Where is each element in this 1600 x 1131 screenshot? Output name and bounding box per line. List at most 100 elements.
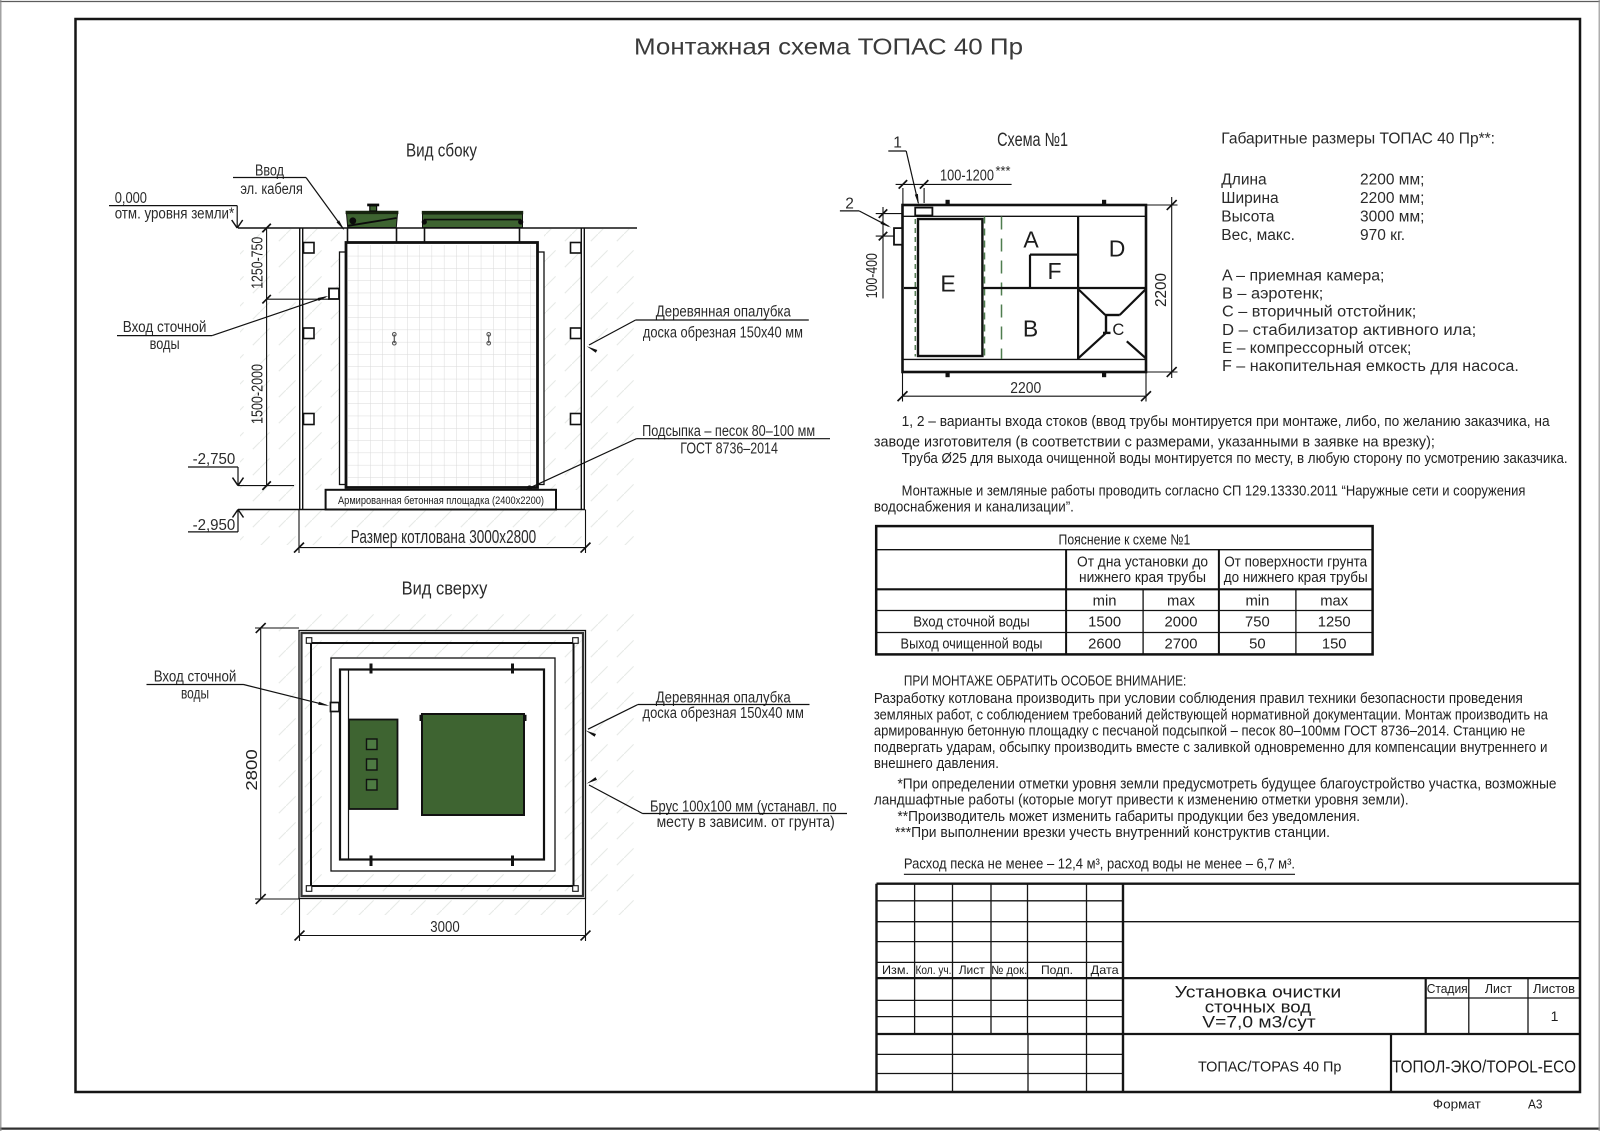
svg-text:750: 750: [1245, 615, 1270, 631]
svg-text:**Производитель может изменить: **Производитель может изменить габариты …: [898, 809, 1361, 825]
svg-text:2200: 2200: [1010, 380, 1041, 397]
svg-text:ландшафтные работы (которые мо: ландшафтные работы (которые могут привес…: [874, 793, 1409, 809]
svg-text:Разработку котлована производи: Разработку котлована производить при усл…: [874, 691, 1523, 707]
svg-text:доска обрезная 150х40 мм: доска обрезная 150х40 мм: [643, 705, 804, 722]
svg-text:эл. кабеля: эл. кабеля: [240, 181, 302, 198]
svg-text:заводе изготовителя (в соответ: заводе изготовителя (в соответствии с ра…: [874, 435, 1435, 451]
svg-text:2700: 2700: [1165, 636, 1198, 652]
svg-text:От дна установки до: От дна установки до: [1077, 555, 1208, 571]
svg-text:Монтажная схема ТОПАС 40 Пр: Монтажная схема ТОПАС 40 Пр: [634, 34, 1023, 60]
svg-text:***: ***: [996, 163, 1011, 179]
svg-text:min: min: [1093, 593, 1117, 609]
svg-text:Подп.: Подп.: [1041, 963, 1073, 977]
svg-text:2200: 2200: [1153, 273, 1170, 307]
svg-text:Вход сточной: Вход сточной: [123, 319, 207, 336]
svg-text:A: A: [1023, 227, 1039, 253]
svg-text:От поверхности грунта: От поверхности грунта: [1224, 555, 1368, 571]
svg-text:ПРИ МОНТАЖЕ ОБРАТИТЬ ОСОБОЕ ВН: ПРИ МОНТАЖЕ ОБРАТИТЬ ОСОБОЕ ВНИМАНИЕ:: [904, 674, 1186, 690]
svg-text:Стадия: Стадия: [1427, 981, 1468, 996]
svg-text:Лист: Лист: [1485, 981, 1512, 996]
svg-text:2800: 2800: [244, 749, 261, 791]
svg-text:внешнего давления.: внешнего давления.: [874, 756, 999, 772]
svg-text:Расход песка не менее – 12,4 м: Расход песка не менее – 12,4 м³, расход …: [904, 857, 1295, 873]
svg-text:150: 150: [1322, 636, 1347, 652]
svg-text:ТОПОЛ-ЭКО/TOPOL-ECO: ТОПОЛ-ЭКО/TOPOL-ECO: [1392, 1057, 1576, 1077]
svg-text:*При определении отметки уровн: *При определении отметки уровня земли пр…: [898, 776, 1557, 792]
svg-text:max: max: [1167, 593, 1196, 609]
svg-text:Монтажные и земляные работы пр: Монтажные и земляные работы проводить со…: [902, 483, 1526, 499]
svg-text:Кол. уч.: Кол. уч.: [916, 963, 952, 977]
svg-text:Брус 100х100 мм (устанавл. по: Брус 100х100 мм (устанавл. по: [650, 799, 837, 816]
svg-text:C: C: [1112, 321, 1124, 339]
svg-text:Размер котлована 3000х2800: Размер котлована 3000х2800: [351, 526, 536, 547]
svg-text:1500-2000: 1500-2000: [250, 364, 267, 424]
svg-text:F: F: [1047, 258, 1061, 284]
svg-text:1: 1: [1551, 1008, 1559, 1024]
svg-text:Армированная бетонная площадка: Армированная бетонная площадка (2400х220…: [338, 495, 544, 507]
svg-text:Вход сточной: Вход сточной: [154, 668, 237, 685]
svg-text:Изм.: Изм.: [882, 963, 909, 977]
svg-text:***При выполнении врезки учест: ***При выполнении врезки учесть внутренн…: [895, 825, 1330, 841]
svg-text:Установка очистки: Установка очистки: [1175, 982, 1342, 1001]
svg-text:Ширина: Ширина: [1221, 190, 1279, 207]
svg-text:3000 мм;: 3000 мм;: [1360, 208, 1424, 225]
svg-text:Вход сточной воды: Вход сточной воды: [913, 615, 1030, 631]
svg-text:Деревянная опалубка: Деревянная опалубка: [656, 303, 791, 320]
svg-text:E – компрессорный отсек;: E – компрессорный отсек;: [1222, 340, 1411, 357]
svg-text:-2,950: -2,950: [193, 517, 236, 534]
svg-text:Габаритные размеры ТОПАС 40 Пр: Габаритные размеры ТОПАС 40 Пр**:: [1221, 131, 1495, 148]
svg-text:№ док.: № док.: [991, 963, 1027, 977]
svg-text:B: B: [1023, 316, 1038, 342]
svg-text:Ввод: Ввод: [255, 163, 284, 180]
svg-text:max: max: [1320, 593, 1349, 609]
svg-text:Вес, макс.: Вес, макс.: [1221, 227, 1295, 244]
svg-text:доска обрезная 150х40 мм: доска обрезная 150х40 мм: [643, 324, 803, 341]
svg-text:Высота: Высота: [1221, 208, 1275, 225]
svg-text:армированную бетонную площадку: армированную бетонную площадку с песчано…: [874, 724, 1525, 740]
svg-text:V=7,0 м3/сут: V=7,0 м3/сут: [1202, 1012, 1316, 1031]
svg-text:отм. уровня земли*: отм. уровня земли*: [115, 206, 234, 223]
svg-text:водоснабжения и канализации”.: водоснабжения и канализации”.: [874, 500, 1074, 516]
svg-text:Деревянная опалубка: Деревянная опалубка: [656, 690, 791, 707]
svg-text:970 кг.: 970 кг.: [1360, 227, 1405, 244]
svg-text:50: 50: [1249, 636, 1265, 652]
svg-text:Формат: Формат: [1433, 1096, 1481, 1111]
svg-text:E: E: [940, 271, 955, 297]
svg-text:Лист: Лист: [959, 963, 985, 977]
svg-text:2600: 2600: [1088, 636, 1121, 652]
svg-text:Вид сверху: Вид сверху: [402, 578, 488, 599]
svg-text:1: 1: [893, 134, 902, 151]
svg-text:D – стабилизатор активного ила: D – стабилизатор активного ила;: [1222, 322, 1476, 339]
svg-text:ГОСТ 8736–2014: ГОСТ 8736–2014: [680, 441, 778, 458]
svg-text:D: D: [1109, 236, 1126, 262]
svg-text:1250-750: 1250-750: [250, 237, 267, 289]
svg-text:Дата: Дата: [1091, 963, 1119, 977]
svg-text:Выход очищенной воды: Выход очищенной воды: [901, 636, 1043, 652]
svg-text:C – вторичный отстойник;: C – вторичный отстойник;: [1222, 304, 1416, 321]
svg-text:Вид сбоку: Вид сбоку: [406, 140, 478, 161]
svg-text:Длина: Длина: [1221, 172, 1267, 189]
svg-text:до нижнего края трубы: до нижнего края трубы: [1224, 570, 1368, 586]
svg-text:2200 мм;: 2200 мм;: [1360, 190, 1424, 207]
svg-text:Схема №1: Схема №1: [997, 130, 1068, 151]
svg-text:1, 2 – варианты входа стоков: 1, 2 – варианты входа стоков (ввод трубы…: [902, 414, 1551, 430]
svg-text:земляных работ, с соблюдением: земляных работ, с соблюдением требований…: [874, 707, 1549, 723]
svg-text:0,000: 0,000: [115, 190, 148, 207]
svg-text:нижнего края трубы: нижнего края трубы: [1079, 570, 1206, 586]
svg-text:-2,750: -2,750: [193, 451, 236, 468]
svg-text:1250: 1250: [1318, 615, 1351, 631]
svg-text:Подсыпка – песок 80–100 мм: Подсыпка – песок 80–100 мм: [642, 423, 815, 440]
svg-text:сточных вод: сточных вод: [1205, 997, 1312, 1016]
svg-text:А3: А3: [1528, 1096, 1543, 1111]
svg-text:2200 мм;: 2200 мм;: [1360, 172, 1424, 189]
svg-text:100-400: 100-400: [864, 253, 881, 298]
svg-text:100-1200: 100-1200: [940, 167, 994, 184]
svg-text:подвергать ударам, обсыпку про: подвергать ударам, обсыпку производить в…: [874, 740, 1548, 756]
svg-text:1500: 1500: [1088, 615, 1121, 631]
svg-text:A – приемная камера;: A – приемная камера;: [1222, 268, 1385, 285]
svg-text:2: 2: [845, 196, 854, 213]
svg-text:3000: 3000: [430, 919, 460, 936]
svg-text:воды: воды: [150, 336, 180, 353]
svg-text:воды: воды: [181, 685, 209, 702]
svg-text:F – накопительная емкость для: F – накопительная емкость для насоса.: [1222, 358, 1519, 375]
